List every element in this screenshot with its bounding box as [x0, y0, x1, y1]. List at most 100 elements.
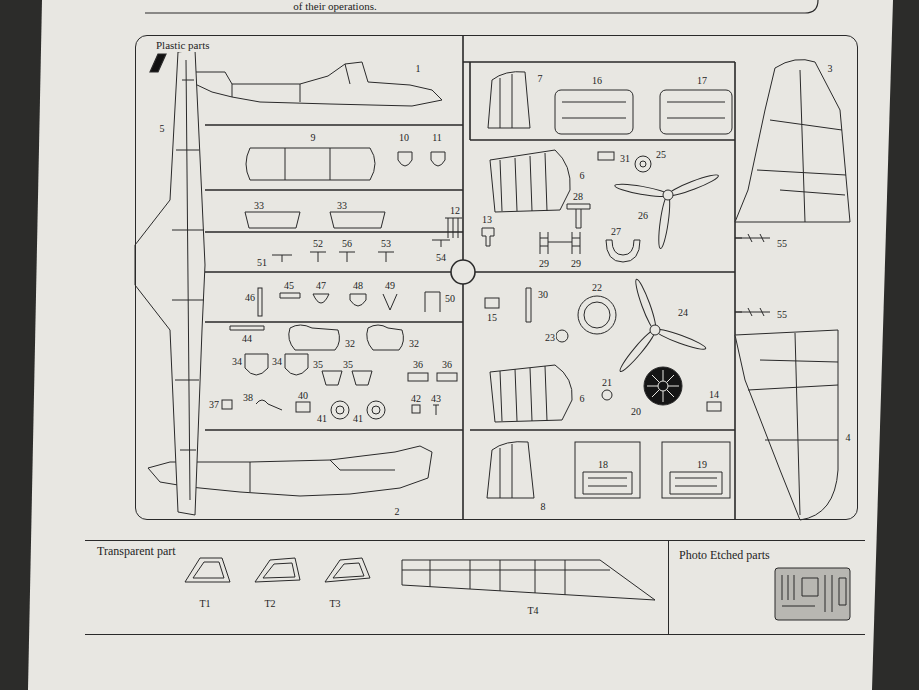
parts-panel: Plastic parts	[135, 35, 858, 520]
part-number: 34	[231, 356, 243, 367]
small-part	[272, 240, 450, 262]
part-number: 2	[394, 506, 401, 517]
part-number: T1	[198, 598, 211, 609]
runner	[463, 62, 735, 520]
part-number: 36	[412, 359, 424, 370]
part-number: 45	[283, 280, 295, 291]
part-number: 55	[776, 309, 788, 320]
fin-part	[488, 72, 530, 128]
propeller-blade	[657, 194, 672, 249]
propeller	[614, 172, 720, 249]
gear-part	[635, 156, 651, 172]
runner	[205, 125, 463, 430]
part-number: 32	[408, 338, 420, 349]
small-part	[330, 212, 385, 228]
part-number: 37	[208, 399, 220, 410]
part-number: 24	[677, 307, 689, 318]
part-number: 11	[431, 132, 443, 143]
part-number: 23	[544, 332, 556, 343]
small-part	[598, 152, 614, 160]
engine-hub	[658, 381, 668, 391]
part-number: 35	[342, 359, 354, 370]
part-number: 31	[619, 153, 631, 164]
small-part	[367, 325, 404, 350]
small-part	[352, 371, 372, 385]
small-part	[742, 234, 770, 242]
part-number: 55	[776, 238, 788, 249]
fin-part	[487, 442, 534, 498]
panel-line	[748, 333, 838, 515]
small-part	[222, 400, 232, 409]
part-number: 16	[591, 75, 603, 86]
part-number: 17	[696, 75, 708, 86]
small-part	[445, 218, 462, 238]
part-number: 5	[159, 123, 166, 134]
photo-etched-fret	[775, 568, 850, 620]
part-number: 6	[579, 170, 586, 181]
engine-cylinders	[647, 370, 679, 402]
small-part	[482, 228, 494, 246]
header-text: of their operations.	[292, 0, 377, 12]
part-number: 29	[538, 258, 550, 269]
part-number: 38	[242, 392, 254, 403]
part-number: 43	[430, 393, 442, 404]
canopy-part	[325, 558, 370, 582]
engine-part	[555, 90, 633, 134]
cowling	[490, 150, 570, 212]
plastic-icon	[150, 54, 166, 72]
propeller-hub	[650, 325, 660, 335]
part-number: 41	[352, 413, 364, 424]
part-number: 33	[253, 200, 265, 211]
small-part	[383, 294, 397, 310]
part-number: 1	[415, 63, 422, 74]
small-part	[556, 330, 568, 342]
panel-line	[757, 70, 846, 222]
panel-heading: Transparent part	[95, 545, 178, 559]
part-number: 10	[398, 132, 410, 143]
part-number: 8	[540, 501, 547, 512]
wing	[735, 60, 850, 222]
panel-heading: Photo Etched parts	[677, 549, 772, 563]
panel-line	[583, 472, 632, 494]
fuselage-half	[195, 62, 442, 106]
small-part	[606, 240, 640, 262]
canopy-part	[255, 558, 300, 582]
part-number: 49	[384, 280, 396, 291]
small-part	[526, 288, 531, 322]
small-part	[245, 354, 268, 375]
small-part	[567, 204, 590, 228]
panel-line	[670, 472, 722, 494]
part-number: 54	[435, 252, 447, 263]
parts-panel: Transparent part	[85, 540, 668, 635]
small-part	[398, 152, 412, 166]
sprue-runners	[205, 35, 742, 520]
small-part	[431, 152, 445, 166]
propeller-blade	[667, 172, 720, 199]
part-number: 48	[352, 280, 364, 291]
part-number: 6	[579, 393, 586, 404]
small-part	[296, 402, 310, 412]
part-number: 21	[601, 377, 613, 388]
part-number: 14	[708, 389, 720, 400]
part-number: 19	[696, 459, 708, 470]
part-number: 53	[380, 238, 392, 249]
small-part	[485, 298, 499, 308]
part-number: 42	[410, 393, 422, 404]
header-frame	[145, 0, 818, 13]
wheel	[367, 401, 385, 419]
parts-panel: Photo Etched parts	[668, 540, 865, 635]
part-number: 20	[630, 406, 642, 417]
panel-line	[562, 102, 626, 118]
part-number: 3	[827, 63, 834, 74]
canopy-frame	[402, 560, 610, 595]
small-part	[408, 373, 428, 381]
part-number: 12	[449, 205, 461, 216]
part-number: 4	[845, 432, 852, 443]
ring-part	[578, 296, 616, 334]
small-part	[280, 293, 300, 298]
part-number: 40	[297, 390, 309, 401]
canopy-part	[402, 560, 655, 600]
part-number: T2	[263, 598, 276, 609]
part-number: T4	[526, 605, 539, 616]
